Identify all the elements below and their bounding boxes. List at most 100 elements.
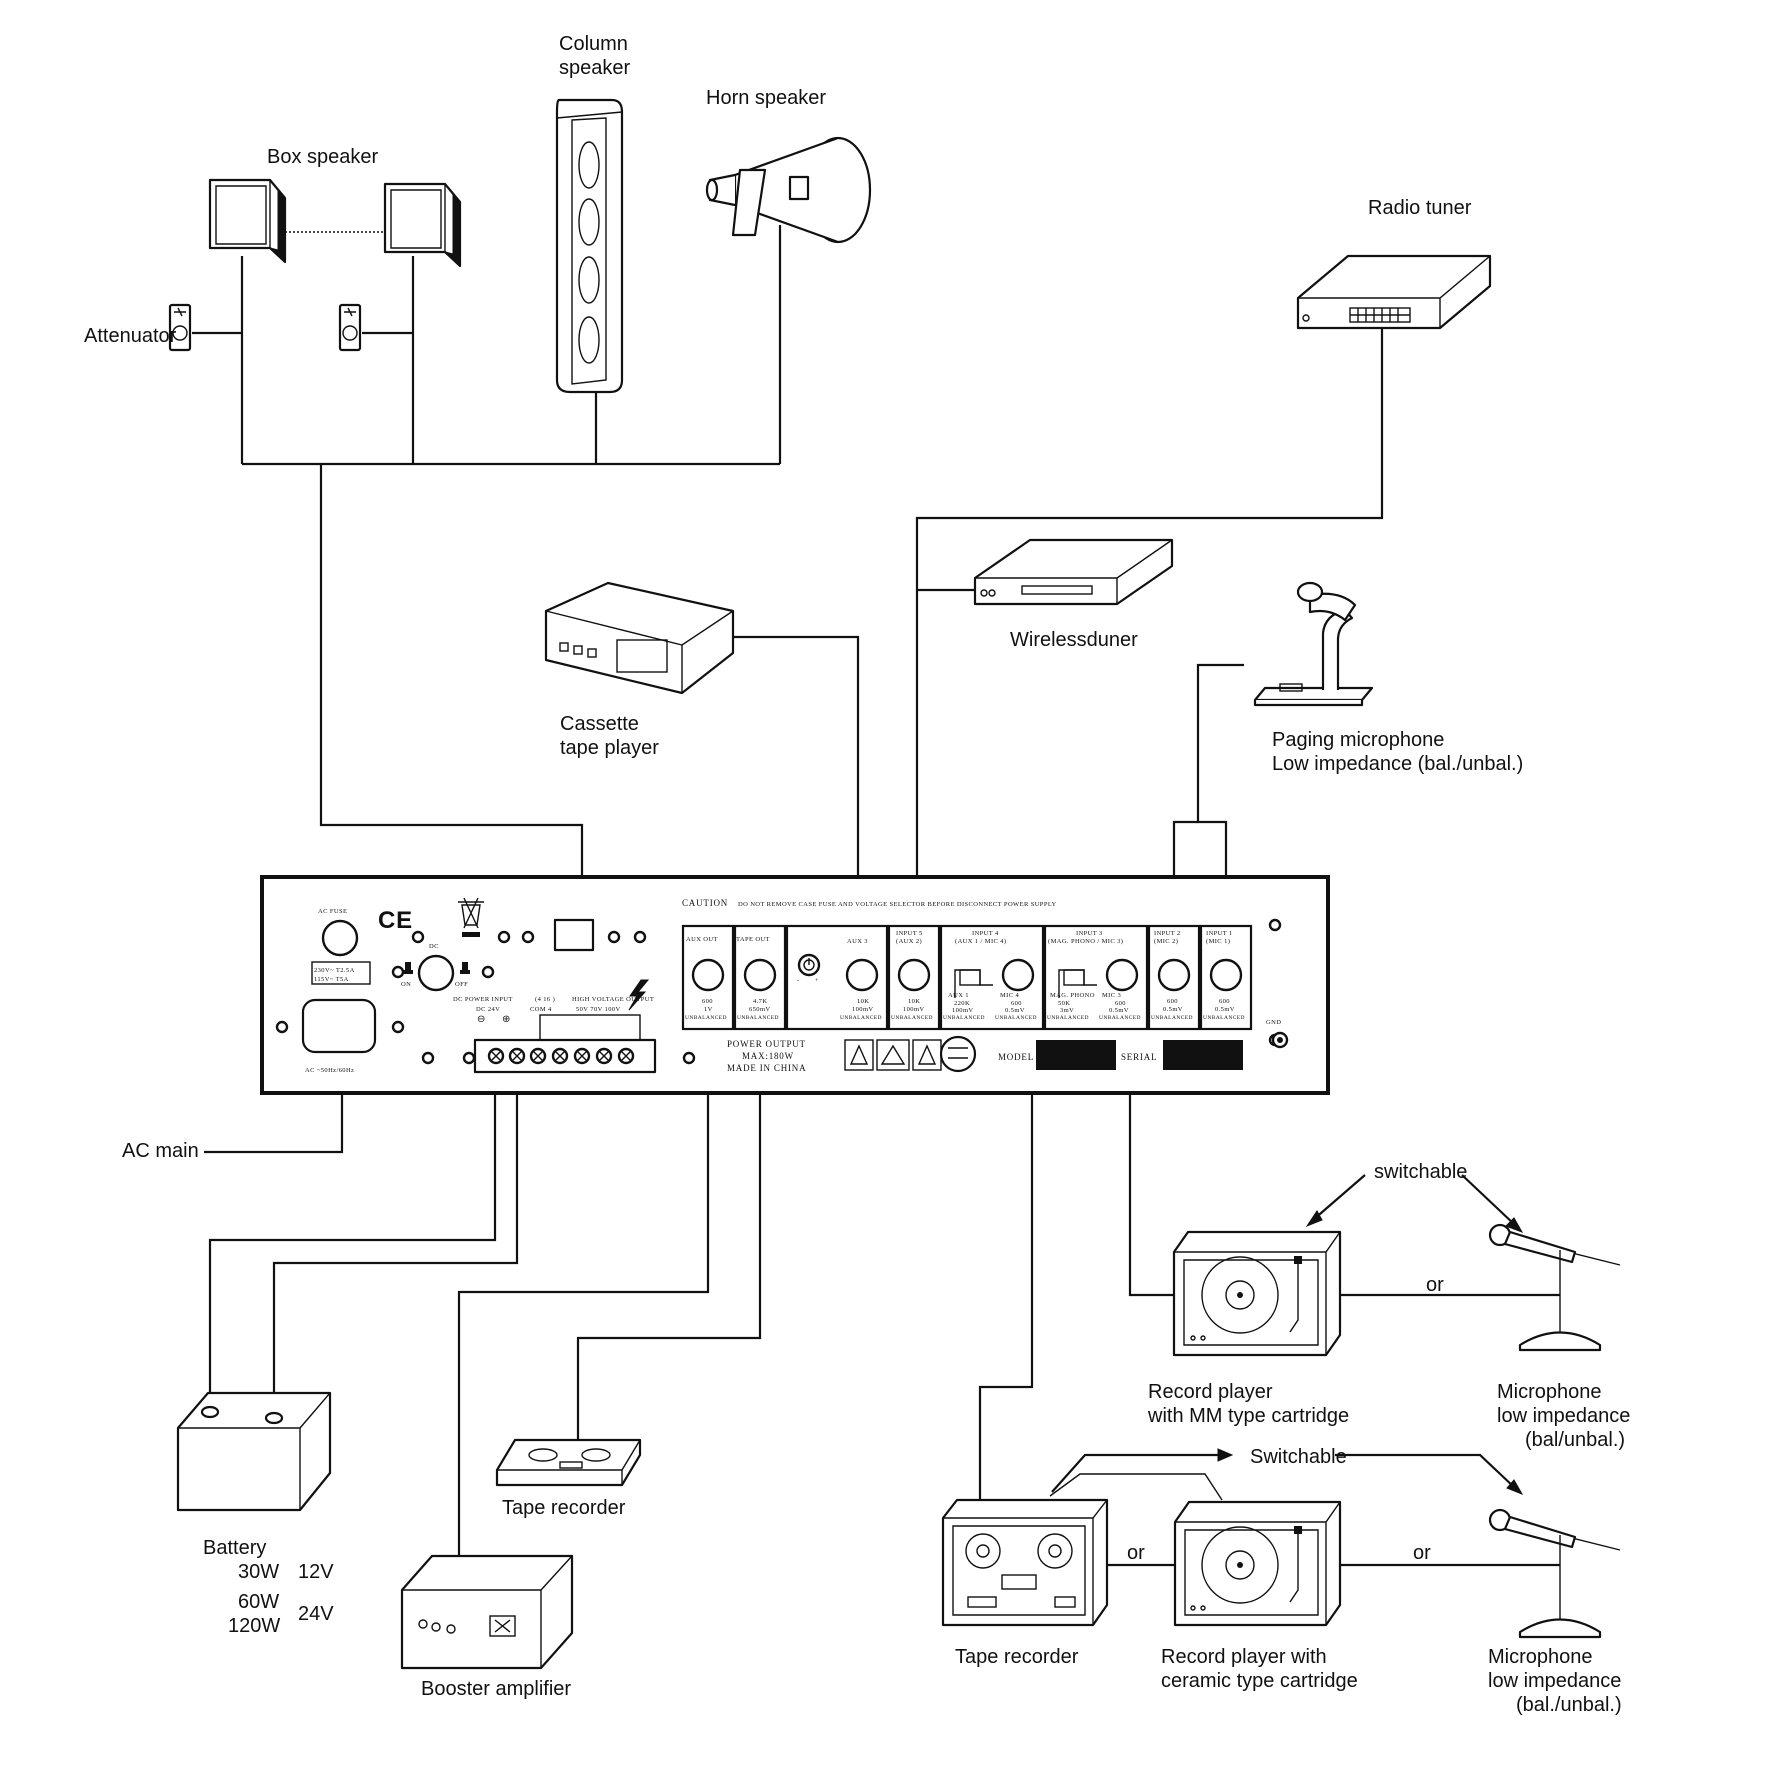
switchable-arrow-upper-right bbox=[1461, 1174, 1516, 1226]
input3-spec-p1: 50K bbox=[1058, 1000, 1070, 1007]
label-battery-60w: 60W bbox=[238, 1591, 279, 1613]
screw bbox=[275, 1020, 289, 1034]
radio-tuner bbox=[1296, 254, 1492, 330]
com-4-label: COM 4 bbox=[530, 1006, 552, 1013]
input1-sub: (MIC 1) bbox=[1206, 938, 1230, 945]
aux-out-spec2: 1V bbox=[704, 1006, 713, 1013]
made-in-label: MADE IN CHINA bbox=[727, 1063, 806, 1073]
speaker-to-amp-wire bbox=[319, 464, 584, 925]
arrowhead bbox=[1217, 1448, 1234, 1462]
battery-neg-wire bbox=[208, 1070, 497, 1408]
tape-out-section bbox=[733, 924, 787, 1031]
arrowhead bbox=[1505, 1217, 1524, 1233]
input3-spec-m1: 600 bbox=[1115, 1000, 1126, 1007]
input4-aux1: AUX 1 bbox=[948, 992, 969, 999]
screw bbox=[462, 1051, 476, 1065]
label-or-lower-1: or bbox=[1127, 1542, 1145, 1564]
switchable-arrow-lower-right bbox=[1335, 1453, 1516, 1489]
lower-tape-wire bbox=[978, 1058, 1034, 1500]
label-tape-recorder-lower: Tape recorder bbox=[955, 1646, 1079, 1668]
input1-spec2: 0.5mV bbox=[1215, 1006, 1235, 1013]
input1-label: INPUT 1 bbox=[1206, 930, 1233, 937]
input2-spec2: 0.5mV bbox=[1163, 1006, 1183, 1013]
label-wireless-tuner: Wirelessduner bbox=[1010, 629, 1138, 651]
aux3-section bbox=[785, 924, 889, 1031]
serial-label: SERIAL bbox=[1121, 1052, 1157, 1062]
screw bbox=[391, 1020, 405, 1034]
screw bbox=[1268, 918, 1282, 932]
label-switchable-lower: Switchable bbox=[1250, 1446, 1347, 1468]
tape-recorder-lower bbox=[941, 1498, 1109, 1627]
aux3-jack bbox=[845, 958, 879, 992]
model-label: MODEL bbox=[998, 1052, 1034, 1062]
caution-word: CAUTION bbox=[682, 898, 728, 908]
microphone-lower bbox=[1488, 1508, 1621, 1639]
aux-out-section bbox=[681, 924, 735, 1031]
attenuator-left bbox=[168, 303, 192, 352]
input3-spec-p2: 3mV bbox=[1060, 1007, 1074, 1014]
tape-out-spec1: 4.7K bbox=[753, 998, 767, 1005]
input4-spec-m1: 600 bbox=[1011, 1000, 1022, 1007]
serial-plate bbox=[1163, 1040, 1243, 1070]
input3-unbal-p: UNBALANCED bbox=[1047, 1015, 1089, 1021]
high-voltage-bolt-icon bbox=[628, 979, 650, 1011]
screw bbox=[481, 965, 495, 979]
aux3-spec1: 10K bbox=[857, 998, 869, 1005]
certification-logos bbox=[844, 1035, 977, 1073]
battery-pos-wire bbox=[272, 1070, 519, 1416]
label-battery: Battery bbox=[203, 1537, 266, 1559]
tape-recorder-wire bbox=[576, 1058, 762, 1440]
label-or-upper: or bbox=[1426, 1274, 1444, 1296]
screw bbox=[391, 965, 405, 979]
input3-section bbox=[1043, 924, 1149, 1031]
input4-label: INPUT 4 bbox=[972, 930, 999, 937]
input2-unbal: UNBALANCED bbox=[1151, 1015, 1193, 1021]
aux-out-jack bbox=[691, 958, 725, 992]
cassette-wire bbox=[733, 635, 860, 955]
power-output-label: POWER OUTPUT bbox=[727, 1039, 806, 1049]
input4-spec-m2: 0.5mV bbox=[1005, 1007, 1025, 1014]
aux-out-spec1: 600 bbox=[702, 998, 713, 1005]
gnd-label: GND bbox=[1266, 1019, 1281, 1026]
aux3-unbal: UNBALANCED bbox=[840, 1015, 882, 1021]
label-box-speaker: Box speaker bbox=[267, 146, 379, 168]
input3-label: INPUT 3 bbox=[1076, 930, 1103, 937]
input4-mic4: MIC 4 bbox=[1000, 992, 1020, 999]
ac-input-label: AC ~50Hz/60Hz bbox=[305, 1067, 354, 1074]
input1-spec1: 600 bbox=[1219, 998, 1230, 1005]
record-player-ceramic bbox=[1173, 1500, 1342, 1627]
screw bbox=[421, 1051, 435, 1065]
input4-sub: (AUX 1 / MIC 4) bbox=[955, 938, 1007, 945]
column-speaker bbox=[555, 98, 624, 394]
cassette-player bbox=[544, 581, 735, 695]
dc-24v-label: DC 24V bbox=[476, 1006, 500, 1013]
tape-out-spec2: 650mV bbox=[749, 1006, 771, 1013]
screw bbox=[633, 930, 647, 944]
aux3-label: AUX 3 bbox=[847, 938, 868, 945]
radio-tuner-wire bbox=[915, 328, 1384, 955]
screw bbox=[497, 930, 511, 944]
ac-socket bbox=[301, 998, 377, 1054]
label-radio-tuner: Radio tuner bbox=[1368, 197, 1472, 219]
ce-mark: CE bbox=[378, 907, 413, 934]
hv-values-label: 50V 70V 100V bbox=[576, 1006, 621, 1013]
label-battery-120w: 120W bbox=[228, 1615, 280, 1637]
switchable-arrow-upper-left bbox=[1312, 1174, 1366, 1221]
microphone-upper bbox=[1488, 1223, 1621, 1352]
input2-label: INPUT 2 bbox=[1154, 930, 1181, 937]
input2-jack bbox=[1157, 958, 1191, 992]
paging-microphone bbox=[1253, 581, 1374, 707]
dc-power-input-label: DC POWER INPUT bbox=[453, 996, 513, 1003]
input3-sub: (MAG. PHONO / MIC 3) bbox=[1048, 938, 1123, 945]
dc-label: DC bbox=[429, 943, 439, 950]
dc-fuse bbox=[417, 954, 455, 992]
vol-minus: - bbox=[797, 977, 800, 984]
caution-text: DO NOT REMOVE CASE FUSE AND VOLTAGE SELE… bbox=[738, 901, 1057, 908]
switch-link-line bbox=[1049, 1473, 1223, 1501]
booster-wire bbox=[457, 1058, 710, 1556]
